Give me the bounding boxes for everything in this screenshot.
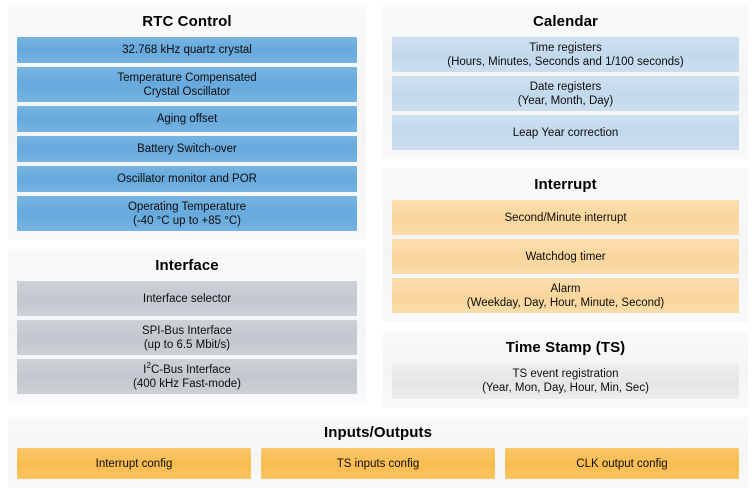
calendar-item-line2: (Year, Month, Day): [517, 94, 614, 107]
rtc-item-aging-offset[interactable]: Aging offset: [17, 106, 357, 132]
interrupt-item-line2: (Weekday, Day, Hour, Minute, Second): [466, 296, 665, 309]
interface-item-i2c-bus[interactable]: I2C-Bus Interface (400 kHz Fast-mode): [17, 359, 357, 394]
rtc-control-title: RTC Control: [142, 13, 232, 30]
rtc-item-tcxo[interactable]: Temperature Compensated Crystal Oscillat…: [17, 67, 357, 102]
interrupt-item-second-minute[interactable]: Second/Minute interrupt: [392, 200, 739, 235]
inputs-outputs-rows: Interrupt config TS inputs config CLK ou…: [17, 448, 739, 479]
io-item-line1: TS inputs config: [336, 457, 420, 470]
rtc-item-line1: Operating Temperature: [127, 200, 247, 213]
left-column: RTC Control 32.768 kHz quartz crystal Te…: [8, 5, 366, 403]
time-stamp-item-event-registration[interactable]: TS event registration (Year, Mon, Day, H…: [392, 363, 739, 399]
interface-item-spi-bus[interactable]: SPI-Bus Interface (up to 6.5 Mbit/s): [17, 320, 357, 355]
rtc-item-quartz-crystal[interactable]: 32.768 kHz quartz crystal: [17, 37, 357, 63]
io-item-line1: Interrupt config: [95, 457, 173, 470]
calendar-item-line2: (Hours, Minutes, Seconds and 1/100 secon…: [447, 55, 684, 68]
io-item-interrupt-config[interactable]: Interrupt config: [17, 448, 251, 479]
rtc-item-battery-switchover[interactable]: Battery Switch-over: [17, 136, 357, 162]
calendar-item-time-registers[interactable]: Time registers (Hours, Minutes, Seconds …: [392, 37, 739, 72]
rtc-item-line1: Oscillator monitor and POR: [117, 173, 257, 185]
interface-item-line2: (400 kHz Fast-mode): [132, 377, 241, 390]
rtc-item-line1: 32.768 kHz quartz crystal: [122, 44, 252, 56]
calendar-item-line1: Date registers: [529, 80, 602, 93]
interface-rows: Interface selector SPI-Bus Interface (up…: [17, 281, 357, 394]
interrupt-item-watchdog-timer[interactable]: Watchdog timer: [392, 239, 739, 274]
inputs-outputs-title: Inputs/Outputs: [323, 424, 433, 441]
interface-item-line1: I2C-Bus Interface: [143, 360, 231, 376]
interface-item-selector[interactable]: Interface selector: [17, 281, 357, 316]
rtc-item-line1: Aging offset: [156, 113, 218, 125]
diagram-columns: RTC Control 32.768 kHz quartz crystal Te…: [8, 5, 748, 408]
rtc-item-operating-temperature[interactable]: Operating Temperature (-40 °C up to +85 …: [17, 196, 357, 231]
superscript-two: 2: [146, 360, 151, 370]
io-item-line1: CLK output config: [576, 457, 668, 470]
panel-calendar: Calendar Time registers (Hours, Minutes,…: [383, 5, 748, 159]
rtc-item-oscillator-monitor-por[interactable]: Oscillator monitor and POR: [17, 166, 357, 192]
io-item-ts-inputs-config[interactable]: TS inputs config: [261, 448, 495, 479]
time-stamp-item-line1: TS event registration: [512, 368, 619, 380]
panel-inputs-outputs: Inputs/Outputs Interrupt config TS input…: [8, 417, 748, 488]
interface-item-line1: SPI-Bus Interface: [141, 324, 233, 337]
interface-item-line1: Interface selector: [142, 292, 232, 305]
interrupt-rows: Second/Minute interrupt Watchdog timer A…: [392, 200, 739, 313]
calendar-rows: Time registers (Hours, Minutes, Seconds …: [392, 37, 739, 150]
calendar-title: Calendar: [533, 13, 598, 30]
interface-item-line2: (up to 6.5 Mbit/s): [143, 338, 231, 351]
interrupt-item-line1: Watchdog timer: [525, 250, 606, 263]
panel-interrupt: Interrupt Second/Minute interrupt Watchd…: [383, 168, 748, 322]
panel-interface: Interface Interface selector SPI-Bus Int…: [8, 249, 366, 403]
time-stamp-item-line2: (Year, Mon, Day, Hour, Min, Sec): [482, 382, 649, 394]
calendar-item-line1: Time registers: [529, 41, 602, 54]
calendar-item-leap-year-correction[interactable]: Leap Year correction: [392, 115, 739, 150]
time-stamp-title: Time Stamp (TS): [505, 339, 626, 356]
calendar-item-line1: Leap Year correction: [512, 126, 619, 139]
interrupt-item-alarm[interactable]: Alarm (Weekday, Day, Hour, Minute, Secon…: [392, 278, 739, 313]
interface-title: Interface: [155, 257, 219, 274]
interrupt-item-line1: Second/Minute interrupt: [504, 211, 627, 224]
rtc-item-line1: Battery Switch-over: [137, 143, 237, 155]
rtc-item-line1: Temperature Compensated: [117, 71, 257, 84]
rtc-item-line2: (-40 °C up to +85 °C): [133, 214, 241, 227]
panel-rtc-control: RTC Control 32.768 kHz quartz crystal Te…: [8, 5, 366, 240]
interrupt-item-line1: Alarm: [550, 282, 581, 295]
right-column: Calendar Time registers (Hours, Minutes,…: [383, 5, 748, 408]
rtc-control-rows: 32.768 kHz quartz crystal Temperature Co…: [17, 37, 357, 231]
rtc-block-diagram: RTC Control 32.768 kHz quartz crystal Te…: [8, 5, 748, 488]
calendar-item-date-registers[interactable]: Date registers (Year, Month, Day): [392, 76, 739, 111]
rtc-item-line2: Crystal Oscillator: [143, 85, 231, 98]
interrupt-title: Interrupt: [534, 176, 597, 193]
time-stamp-rows: TS event registration (Year, Mon, Day, H…: [392, 363, 739, 399]
io-item-clk-output-config[interactable]: CLK output config: [505, 448, 739, 479]
panel-time-stamp: Time Stamp (TS) TS event registration (Y…: [383, 331, 748, 408]
